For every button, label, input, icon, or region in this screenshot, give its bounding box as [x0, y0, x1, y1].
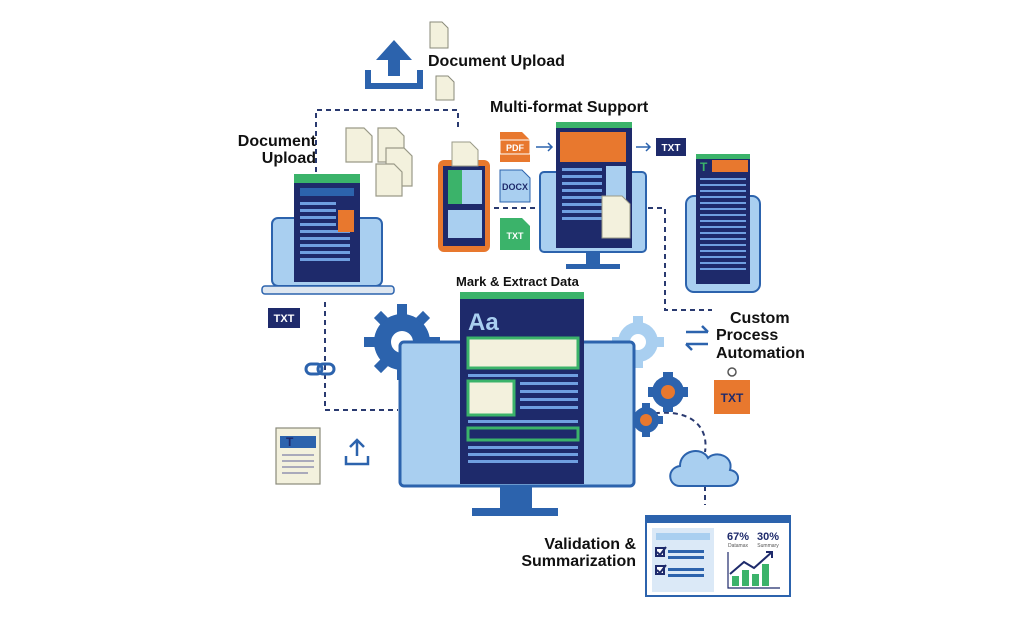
dashboard-panel: 67% Datamax 30% Summary: [645, 515, 791, 597]
main-monitor: Aa: [398, 292, 636, 516]
label-validation-line1: Validation &: [544, 536, 636, 553]
font-aa-text: Aa: [468, 309, 499, 336]
connector-custom-process: [648, 207, 712, 311]
docx-tag-text: DOCX: [502, 182, 528, 192]
bar-chart-icon: [727, 551, 780, 589]
txt-tag-top: TXT: [656, 138, 686, 156]
txt-tag-left: TXT: [268, 308, 300, 328]
phone-device: [438, 141, 490, 252]
txt-file-tag-green: TXT: [500, 218, 530, 250]
label-custom-line1: Custom: [730, 310, 790, 327]
stat-1-label: Datamax: [728, 543, 749, 549]
pdf-tag-text: PDF: [506, 143, 525, 153]
connector-left-lower: [324, 302, 398, 411]
label-custom-process-automation: Custom Process Automation: [716, 310, 805, 362]
docx-file-tag: DOCX: [499, 169, 531, 203]
label-mark-extract-data: Mark & Extract Data: [456, 274, 579, 289]
label-document-upload-left-line1: Document: [237, 133, 316, 150]
desktop-monitor-top: [539, 122, 647, 269]
txt-orange-tag-text: TXT: [721, 391, 744, 405]
stat-2-value: 30%: [757, 531, 779, 543]
swap-arrows-icon: [685, 325, 709, 351]
document-letter-text: T: [286, 435, 294, 449]
laptop-device: [261, 174, 395, 295]
link-icon: [304, 362, 336, 376]
upload-arrow-icon: [365, 40, 423, 89]
txt-tag-left-text: TXT: [274, 313, 295, 325]
checklist-icon: [655, 546, 667, 575]
tablet-letter-text: T: [700, 160, 708, 174]
cloud-icon: [669, 450, 739, 487]
gear-orange-icon: [648, 372, 688, 412]
label-custom-line3: Automation: [716, 344, 805, 362]
stat-2-label: Summary: [757, 543, 779, 549]
txt-tag-orange: TXT: [714, 367, 750, 414]
label-validation-summarization: Validation & Summarization: [516, 536, 636, 571]
txt-tag-top-text: TXT: [662, 143, 681, 154]
tablet-device: T: [685, 154, 761, 293]
label-multi-format-support: Multi-format Support: [490, 99, 649, 116]
label-validation-line2: Summarization: [521, 553, 636, 571]
label-document-upload-left: Document Upload: [212, 133, 316, 168]
document-files-icon: [429, 21, 455, 101]
txt-green-tag-text: TXT: [507, 231, 525, 241]
pdf-arrow-icon: [536, 142, 554, 152]
text-document-icon: T: [275, 427, 321, 485]
connector-upload-path: [315, 109, 459, 172]
paper-stack-icon: [345, 127, 413, 197]
label-document-upload-top: Document Upload: [428, 53, 565, 70]
txt-arrow-icon: [636, 142, 652, 152]
stat-1-value: 67%: [727, 531, 749, 543]
label-custom-line2: Process: [716, 327, 779, 345]
gear-small-icon: [629, 403, 663, 437]
pdf-file-tag: PDF: [499, 132, 531, 162]
small-upload-icon: [344, 438, 370, 466]
label-document-upload-left-line2: Upload: [261, 150, 316, 168]
